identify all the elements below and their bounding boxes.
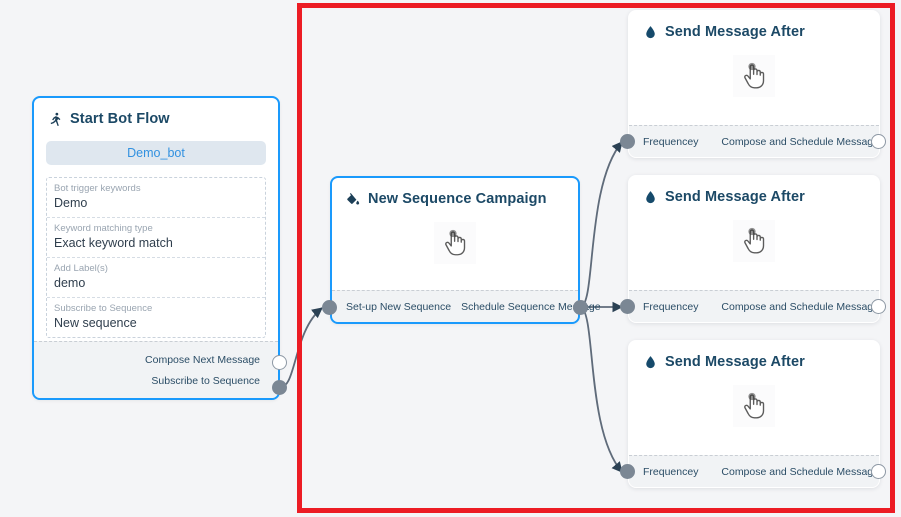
field-value: Exact keyword match: [54, 236, 173, 250]
edge-sequence-to-message-3: [580, 306, 623, 473]
port-label-compose-and-schedule-message: Compose and Schedule Message: [721, 300, 879, 313]
port-setup-new-sequence-in[interactable]: [322, 300, 337, 315]
pointing-hand-cursor-icon: [434, 222, 476, 264]
field-subscribe-to-sequence[interactable]: Subscribe to Sequence New sequence: [47, 297, 265, 337]
field-keyword-matching-type[interactable]: Keyword matching type Exact keyword matc…: [47, 217, 265, 257]
field-label: Keyword matching type: [54, 223, 153, 234]
edge-sequence-to-message-1: [580, 141, 623, 308]
port-compose-and-schedule-message-out-3[interactable]: [871, 464, 886, 479]
field-add-labels[interactable]: Add Label(s) demo: [47, 257, 265, 297]
edge-start-to-sequence: [280, 307, 323, 388]
node-send-message-after-1-title: Send Message After: [629, 11, 879, 40]
bot-selector-chip[interactable]: Demo_bot: [46, 141, 266, 165]
field-value: New sequence: [54, 316, 137, 330]
node-new-sequence-campaign-body[interactable]: [332, 207, 578, 279]
port-label-setup-new-sequence: Set-up New Sequence: [346, 300, 452, 313]
port-subscribe-to-sequence[interactable]: [272, 380, 287, 395]
field-label: Subscribe to Sequence: [54, 303, 153, 314]
node-send-message-after-3-body[interactable]: [629, 370, 879, 442]
running-person-icon: [48, 112, 63, 127]
node-new-sequence-campaign[interactable]: New Sequence Campaign Set-up New Sequenc…: [330, 176, 601, 324]
pointing-hand-cursor-icon: [733, 385, 775, 427]
port-compose-and-schedule-message-out-1[interactable]: [871, 134, 886, 149]
node-send-message-after-1-title-text: Send Message After: [665, 24, 805, 40]
field-value: Demo: [54, 196, 88, 210]
node-new-sequence-campaign-title: New Sequence Campaign: [332, 178, 578, 207]
port-label-schedule-sequence-message: Schedule Sequence Message: [461, 300, 601, 313]
node-start-bot-flow-title: Start Bot Flow: [34, 98, 278, 127]
droplet-icon: [643, 25, 658, 40]
port-label-frequencey: Frequencey: [643, 300, 699, 313]
droplet-icon: [643, 355, 658, 370]
port-compose-next-message[interactable]: [272, 355, 287, 370]
port-label-compose-and-schedule-message: Compose and Schedule Message: [721, 135, 879, 148]
paint-bucket-icon: [346, 192, 361, 207]
node-new-sequence-campaign-title-text: New Sequence Campaign: [368, 191, 547, 207]
node-send-message-after-3-title-text: Send Message After: [665, 354, 805, 370]
field-label: Bot trigger keywords: [54, 183, 141, 194]
node-start-bot-flow-title-text: Start Bot Flow: [70, 111, 170, 127]
pointing-hand-cursor-icon: [733, 55, 775, 97]
node-send-message-after-3[interactable]: Send Message After Frequencey Compose an…: [628, 340, 880, 488]
start-bot-flow-footer: Compose Next Message Subscribe to Sequen…: [34, 341, 278, 398]
node-send-message-after-2-footer: Frequencey Compose and Schedule Message: [629, 290, 879, 322]
port-compose-and-schedule-message-out-2[interactable]: [871, 299, 886, 314]
field-bot-trigger-keywords[interactable]: Bot trigger keywords Demo: [47, 178, 265, 217]
node-send-message-after-1[interactable]: Send Message After Frequencey Compose an…: [628, 10, 880, 158]
node-send-message-after-3-title: Send Message After: [629, 341, 879, 370]
port-label-frequencey: Frequencey: [643, 465, 699, 478]
pointing-hand-cursor-icon: [733, 220, 775, 262]
field-label: Add Label(s): [54, 263, 108, 274]
node-send-message-after-1-body[interactable]: [629, 40, 879, 112]
node-send-message-after-2-title-text: Send Message After: [665, 189, 805, 205]
node-send-message-after-2[interactable]: Send Message After Frequencey Compose an…: [628, 175, 880, 323]
field-value: demo: [54, 276, 86, 290]
port-frequencey-in-3[interactable]: [620, 464, 635, 479]
port-schedule-sequence-message-out[interactable]: [573, 300, 588, 315]
port-label-compose-and-schedule-message: Compose and Schedule Message: [721, 465, 879, 478]
node-send-message-after-2-title: Send Message After: [629, 176, 879, 205]
node-start-bot-flow[interactable]: Start Bot Flow Demo_bot Bot trigger keyw…: [32, 96, 280, 400]
port-label-compose-next-message: Compose Next Message: [145, 353, 260, 366]
node-new-sequence-campaign-footer: Set-up New Sequence Schedule Sequence Me…: [332, 290, 601, 322]
node-send-message-after-2-body[interactable]: [629, 205, 879, 277]
start-bot-flow-fields: Bot trigger keywords Demo Keyword matchi…: [46, 177, 266, 338]
droplet-icon: [643, 190, 658, 205]
node-send-message-after-1-footer: Frequencey Compose and Schedule Message: [629, 125, 879, 157]
port-label-subscribe-to-sequence: Subscribe to Sequence: [151, 374, 260, 387]
port-frequencey-in-1[interactable]: [620, 134, 635, 149]
port-frequencey-in-2[interactable]: [620, 299, 635, 314]
port-label-frequencey: Frequencey: [643, 135, 699, 148]
node-send-message-after-3-footer: Frequencey Compose and Schedule Message: [629, 455, 879, 487]
